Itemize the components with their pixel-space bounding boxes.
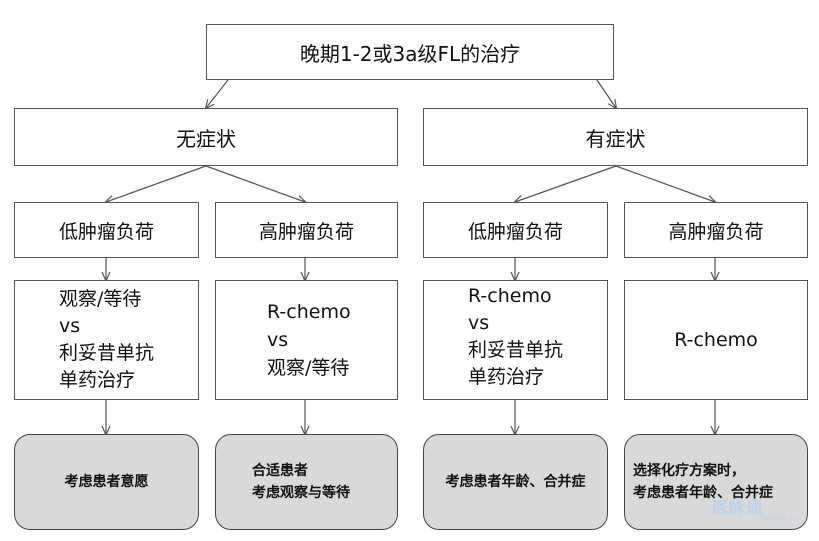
treatment-box-4: R-chemo (624, 280, 808, 400)
group-symptomatic-box: 有症状 (423, 108, 808, 166)
treatment-line: 观察/等待 (267, 357, 350, 379)
arrow-title-to-asymptomatic (206, 79, 229, 108)
arrow-asym-to-low (106, 165, 207, 202)
note-line: 考虑观察与等待 (252, 485, 350, 501)
treatment-box-3: R-chemo vs 利妥昔单抗 单药治疗 (423, 280, 608, 400)
note-line: 选择化疗方案时， (633, 463, 745, 479)
note-box-2: 合适患者 考虑观察与等待 (215, 434, 398, 530)
arrow-title-to-symptomatic (596, 79, 616, 108)
note-box-4: 选择化疗方案时， 考虑患者年龄、合并症 (624, 434, 808, 530)
burden-box-2: 高肿瘤负荷 (215, 202, 398, 258)
note-line: 考虑患者年龄、合并症 (445, 474, 586, 490)
treatment-line: 利妥昔单抗 (59, 342, 155, 364)
burden-label: 低肿瘤负荷 (58, 220, 154, 243)
arrow-sym-to-low (515, 165, 617, 202)
group-asymptomatic-label: 无症状 (176, 126, 236, 151)
treatment-box-1: 观察/等待 vs 利妥昔单抗 单药治疗 (14, 280, 199, 400)
burden-label: 高肿瘤负荷 (668, 220, 764, 243)
watermark-url: medlive.cn (760, 514, 799, 522)
treatment-line: vs (267, 329, 289, 351)
group-symptomatic-label: 有症状 (585, 126, 646, 151)
note-line: 考虑患者年龄、合并症 (633, 485, 773, 501)
treatment-line: vs (468, 312, 490, 334)
treatment-line: 单药治疗 (468, 366, 545, 388)
burden-box-3: 低肿瘤负荷 (423, 202, 608, 258)
arrow-asym-to-high (205, 165, 305, 202)
group-asymptomatic-box: 无症状 (14, 108, 398, 166)
burden-box-1: 低肿瘤负荷 (14, 202, 199, 258)
burden-box-4: 高肿瘤负荷 (624, 202, 808, 258)
burden-label: 低肿瘤负荷 (467, 220, 563, 243)
arrow-sym-to-high (615, 165, 715, 202)
note-box-1: 考虑患者意愿 (14, 434, 199, 530)
note-line: 合适患者 (252, 463, 308, 479)
treatment-line: R-chemo (267, 301, 351, 323)
treatment-line: R-chemo (674, 328, 758, 351)
watermark-logo: 医脉通 (712, 498, 764, 517)
burden-label: 高肿瘤负荷 (258, 220, 354, 243)
treatment-line: 利妥昔单抗 (468, 339, 564, 361)
treatment-line: R-chemo (468, 285, 552, 307)
treatment-line: vs (59, 315, 81, 337)
note-line: 考虑患者意愿 (64, 474, 149, 490)
treatment-line: 单药治疗 (59, 369, 136, 391)
note-box-3: 考虑患者年龄、合并症 (423, 434, 608, 530)
treatment-line: 观察/等待 (59, 288, 142, 310)
title-box: 晚期1-2或3a级FL的治疗 (206, 24, 614, 80)
treatment-box-2: R-chemo vs 观察/等待 (215, 280, 398, 400)
title-text: 晚期1-2或3a级FL的治疗 (299, 41, 521, 66)
